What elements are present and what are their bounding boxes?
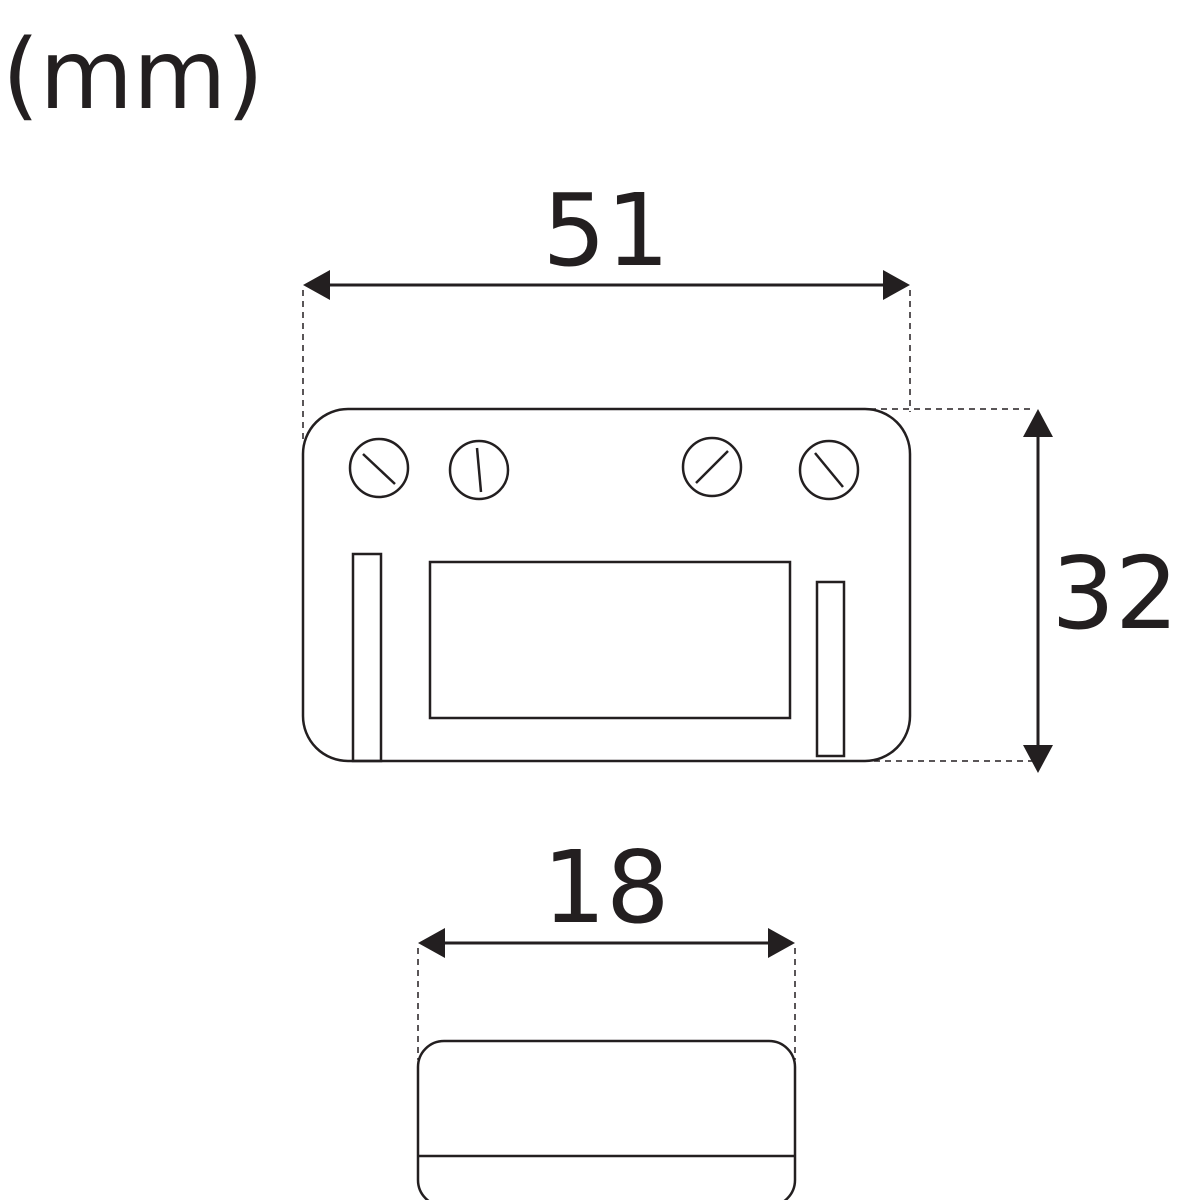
right-slot	[815, 580, 846, 758]
screw-icon	[348, 437, 410, 499]
screw-icon	[448, 439, 510, 501]
housing-outline	[301, 407, 912, 763]
height-value: 32	[1051, 535, 1178, 652]
arrowhead-up-icon	[1023, 409, 1053, 437]
depth-dimension: 18	[417, 829, 796, 1060]
arrowhead-left-icon	[303, 270, 330, 300]
screw-icon	[681, 436, 743, 498]
front-view	[301, 407, 912, 763]
arrowhead-right-icon	[768, 928, 795, 958]
width-value: 51	[542, 172, 669, 289]
arrowhead-left-icon	[418, 928, 445, 958]
arrowhead-down-icon	[1023, 745, 1053, 773]
screw-icon	[798, 439, 860, 501]
height-dimension: 32	[830, 408, 1179, 773]
width-dimension: 51	[302, 172, 911, 440]
side-view	[416, 1039, 797, 1200]
side-outline	[416, 1039, 797, 1200]
left-slot	[351, 552, 383, 763]
depth-value: 18	[542, 829, 669, 946]
center-window	[428, 560, 792, 720]
arrowhead-right-icon	[883, 270, 910, 300]
unit-label: (mm)	[2, 19, 264, 131]
